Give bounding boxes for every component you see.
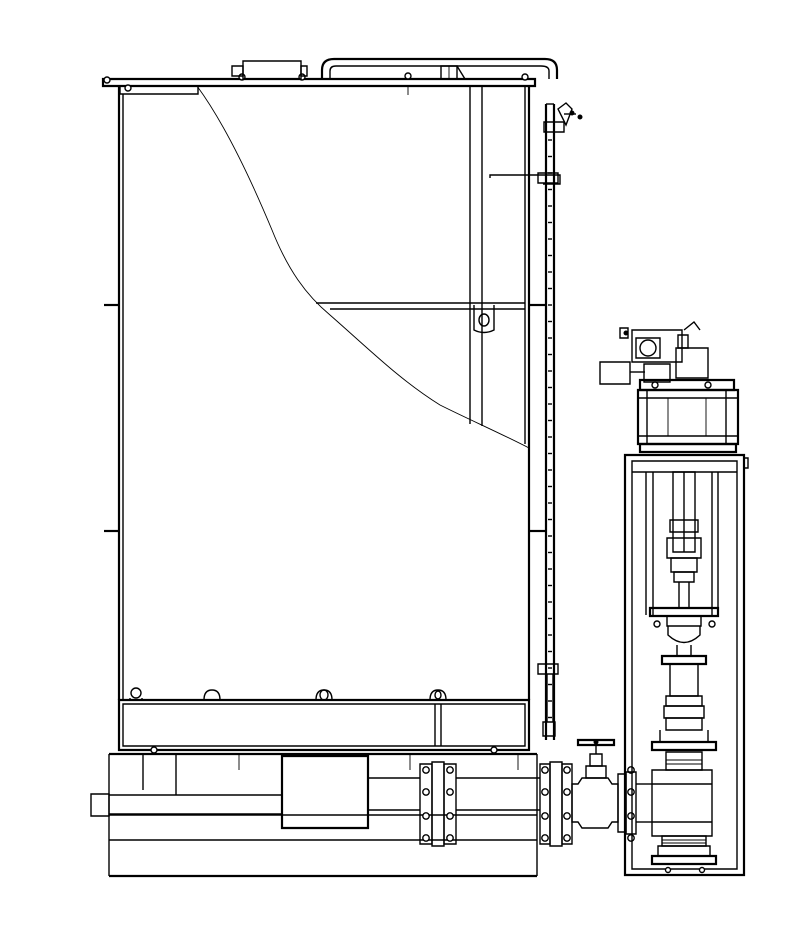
flange-bolt [447, 767, 453, 773]
flange-bolt [423, 835, 429, 841]
flange-bolt [447, 813, 453, 819]
flange-bolt [542, 789, 548, 795]
flange-bolt [447, 789, 453, 795]
flange-bolt [564, 789, 570, 795]
skid-frame [91, 754, 537, 876]
flange-bolt [628, 789, 634, 795]
flange-bolt [564, 835, 570, 841]
flange-bolt [564, 813, 570, 819]
flange-bolt [423, 813, 429, 819]
flange-bolt [447, 835, 453, 841]
flange-bolt [628, 813, 634, 819]
tank [91, 59, 582, 876]
flange-bolt [542, 813, 548, 819]
tank-shell [104, 86, 545, 700]
lid-handle [322, 59, 557, 79]
flange-bolt [564, 767, 570, 773]
level-gauge-scale [548, 140, 552, 718]
flange-bolt [542, 767, 548, 773]
flange-bolt [423, 789, 429, 795]
level-gauge [490, 103, 582, 740]
sump-box [282, 756, 420, 828]
flanged-pipe [420, 762, 634, 846]
flange-bolts [423, 767, 634, 841]
flange-bolt [542, 835, 548, 841]
gate-valve [572, 740, 652, 834]
lid-control-box [232, 61, 307, 79]
flange-bolt [423, 767, 429, 773]
flange-bolt [628, 835, 634, 841]
pump-motor [600, 322, 738, 452]
pump-shaft-column [652, 472, 716, 873]
tank-base-skid [119, 688, 529, 753]
